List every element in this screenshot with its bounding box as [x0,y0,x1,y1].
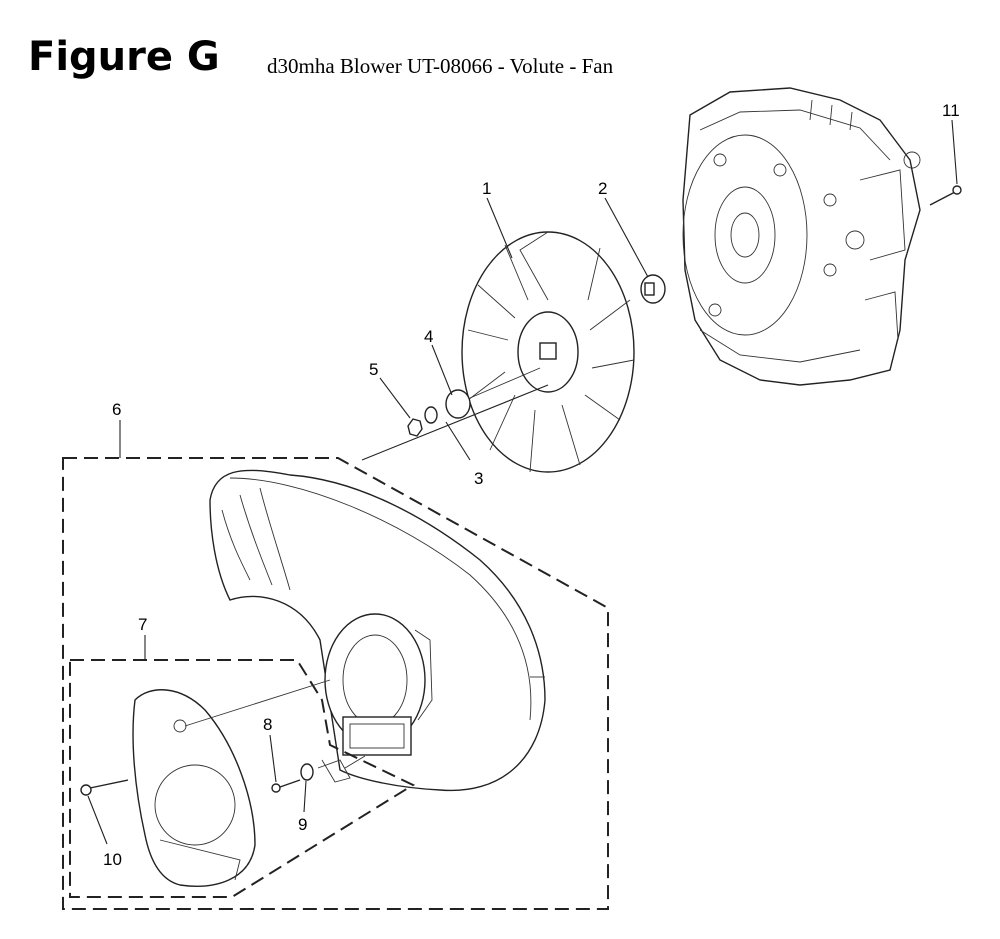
leader-3 [445,421,471,461]
callout-2: 2 [598,179,607,198]
wire-clip [317,755,366,783]
callout-4: 4 [424,327,433,346]
fan [461,231,635,473]
fan-washer [640,274,666,304]
terminal-screw [271,779,301,793]
leader-2 [604,197,649,278]
callout-8: 8 [263,715,272,734]
callout-7: 7 [138,615,147,634]
leader-4 [431,344,453,396]
figure-caption: d30mha Blower UT-08066 - Volute - Fan [267,54,614,78]
leader-5 [379,377,411,419]
callout-1: 1 [482,179,491,198]
leader-8 [269,734,277,783]
housing-screw [929,185,962,206]
callout-9: 9 [298,815,307,834]
volute-body [209,469,546,792]
fan-nut-washers [407,367,541,437]
volute-cover [132,679,331,887]
leader-1 [486,197,513,259]
callout-6: 6 [112,400,121,419]
cover-assembly-boundary [69,659,416,898]
leader-9 [303,780,307,813]
motor-housing [682,87,921,386]
leader-11 [951,119,958,185]
callout-11: 11 [942,101,960,120]
terminal-washer [300,763,314,781]
leader-fan-shaft [361,384,549,461]
callout-3: 3 [474,469,483,488]
cover-screw [80,779,129,796]
leader-10 [87,795,108,845]
callout-10: 10 [103,850,122,869]
figure-title: Figure G [28,34,220,80]
callout-5: 5 [369,360,378,379]
